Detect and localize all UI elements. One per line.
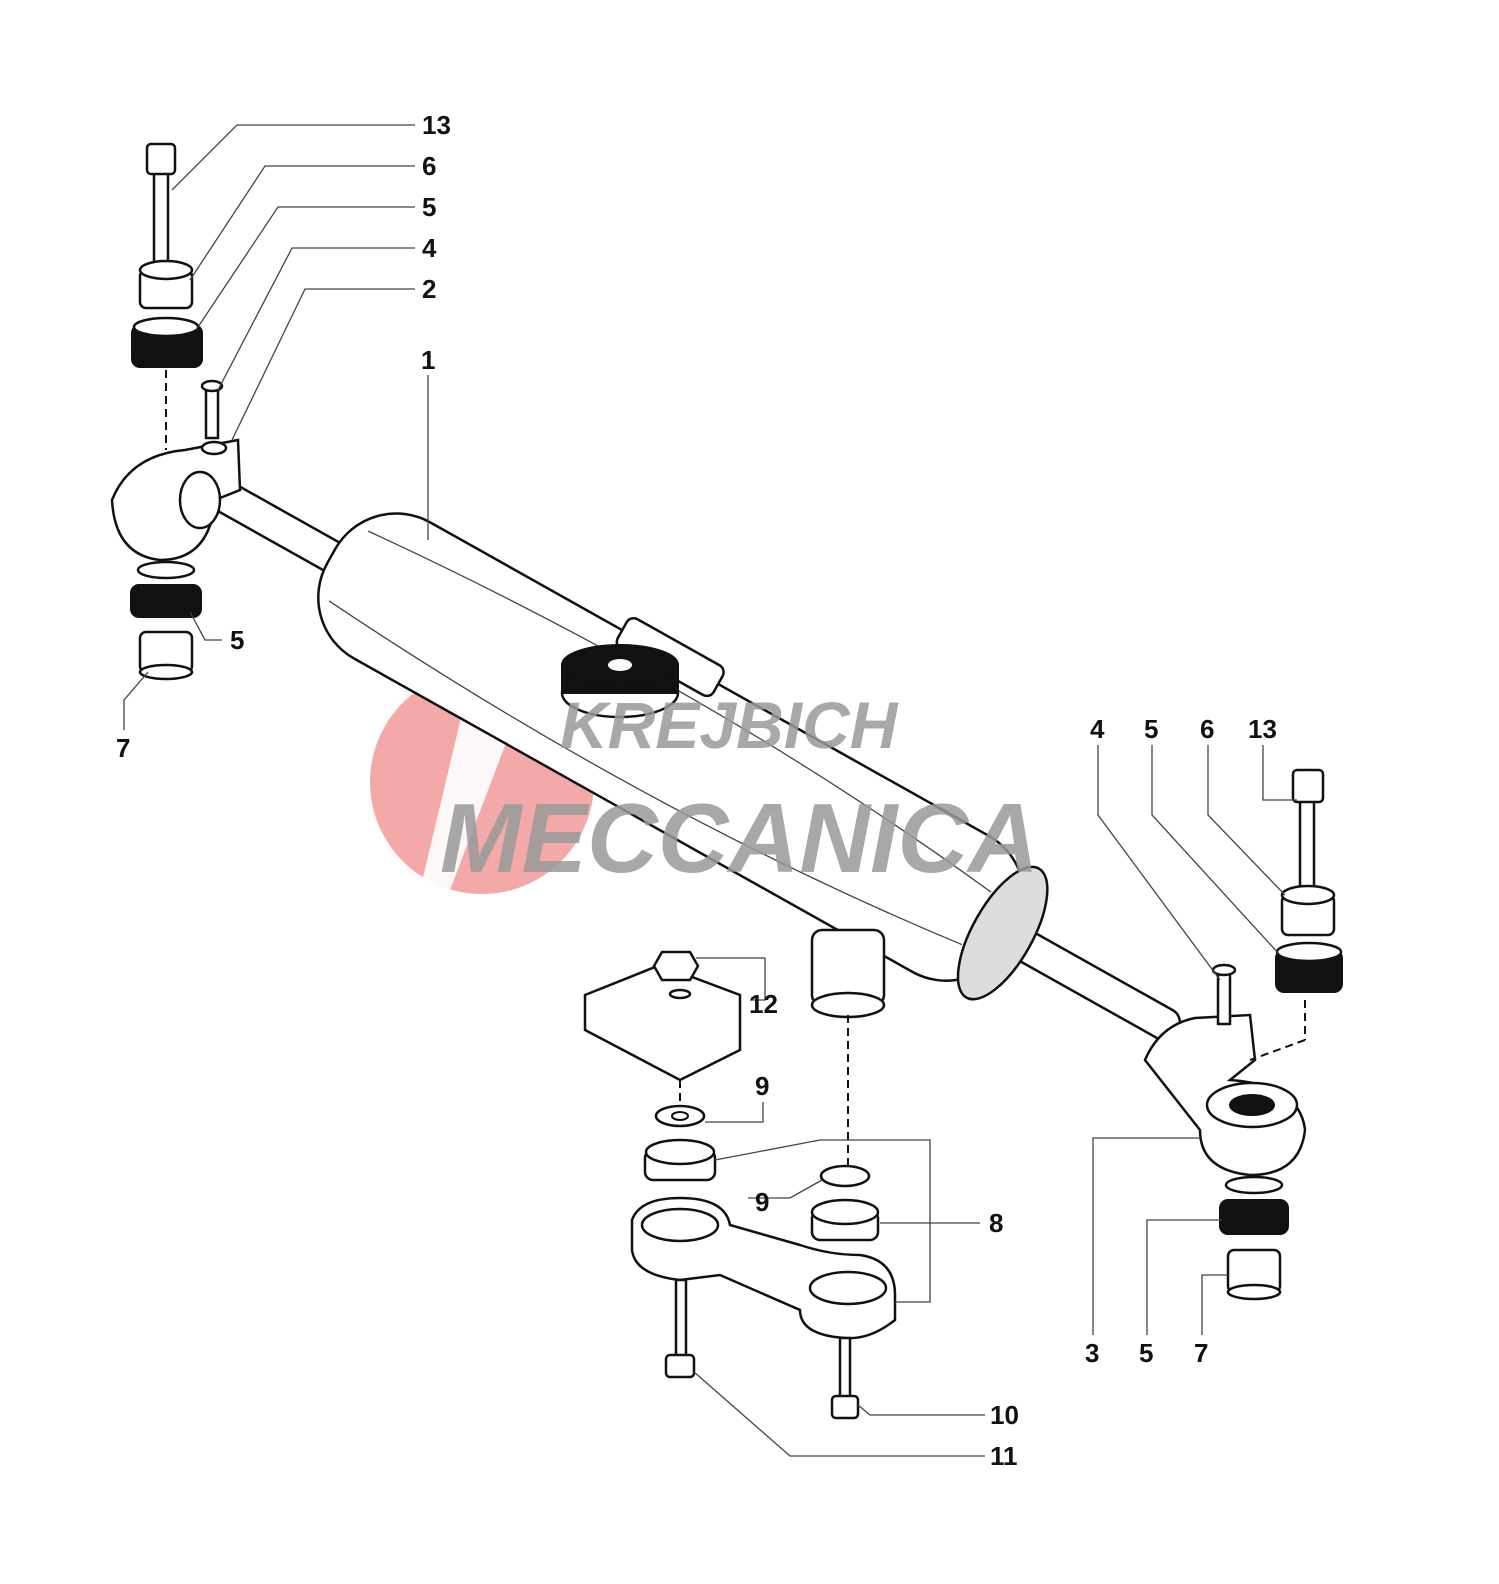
callout-1: 1 xyxy=(421,345,435,375)
damper-mount-stem xyxy=(810,928,886,1019)
watermark-line2: MECCANICA xyxy=(440,783,1039,893)
callout-12: 12 xyxy=(749,989,778,1019)
callout-6: 6 xyxy=(1200,714,1214,744)
steering-damper-body xyxy=(178,462,1182,1042)
adjuster-knob xyxy=(560,644,680,719)
callout-10: 10 xyxy=(990,1400,1019,1430)
callout-5: 5 xyxy=(1139,1338,1153,1368)
left-rod-end xyxy=(110,438,242,562)
callout-9: 9 xyxy=(755,1071,769,1101)
left-hardware-stack xyxy=(130,142,224,681)
callout-5: 5 xyxy=(1144,714,1158,744)
watermark-line1: KREJBICH xyxy=(560,688,899,762)
callout-5: 5 xyxy=(230,625,244,655)
callout-4: 4 xyxy=(1090,714,1105,744)
callout-13: 13 xyxy=(422,110,451,140)
callout-6: 6 xyxy=(422,151,436,181)
callout-7: 7 xyxy=(116,733,130,763)
frame-bracket-section xyxy=(583,950,897,1420)
callout-5: 5 xyxy=(422,192,436,222)
right-hardware-stack xyxy=(1211,768,1343,1301)
leader-lines xyxy=(123,124,1297,1457)
right-rod-end xyxy=(1143,1013,1307,1177)
callout-11: 11 xyxy=(990,1441,1018,1471)
callout-8: 8 xyxy=(989,1208,1003,1238)
callout-labels: 13 6 5 4 2 1 5 7 4 5 6 13 12 9 9 8 3 5 7… xyxy=(116,110,1277,1471)
callout-13: 13 xyxy=(1248,714,1277,744)
callout-3: 3 xyxy=(1085,1338,1099,1368)
callout-9: 9 xyxy=(755,1187,769,1217)
callout-4: 4 xyxy=(422,233,437,263)
callout-7: 7 xyxy=(1194,1338,1208,1368)
callout-2: 2 xyxy=(422,274,436,304)
